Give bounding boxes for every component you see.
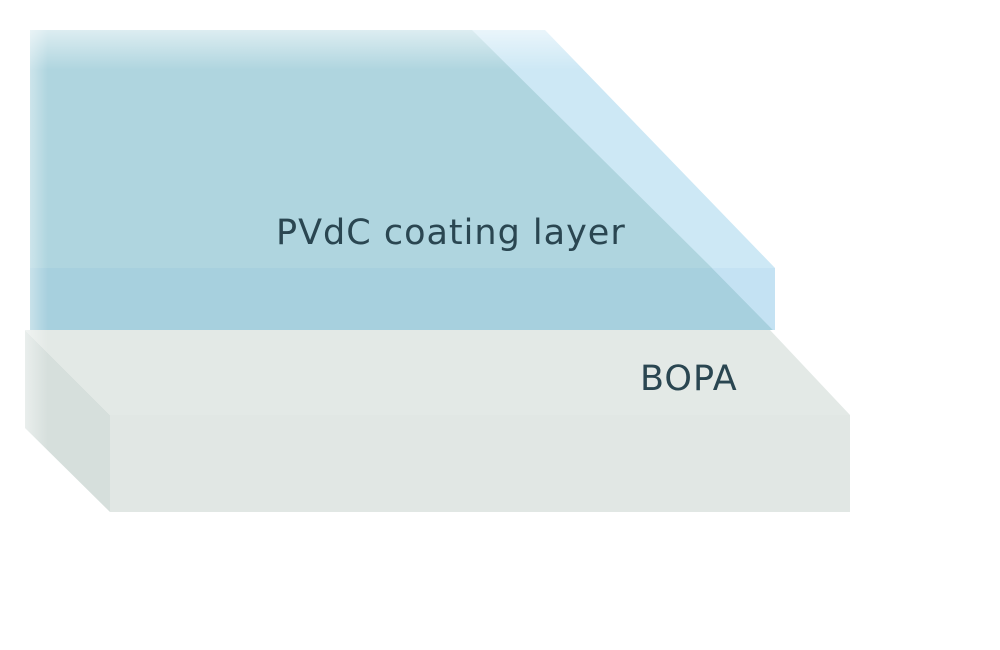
bopa-layer-label: BOPA: [640, 359, 738, 399]
pvdc-front-face: [30, 268, 773, 330]
pvdc-top-face: [30, 30, 712, 268]
left-fade: [0, 0, 48, 520]
bopa-front-face: [110, 415, 850, 512]
pvdc-front-edge-light: [712, 268, 775, 330]
top-fade: [0, 0, 800, 70]
pvdc-layer-label: PVdC coating layer: [276, 213, 626, 253]
bopa-top-face: [25, 330, 850, 415]
